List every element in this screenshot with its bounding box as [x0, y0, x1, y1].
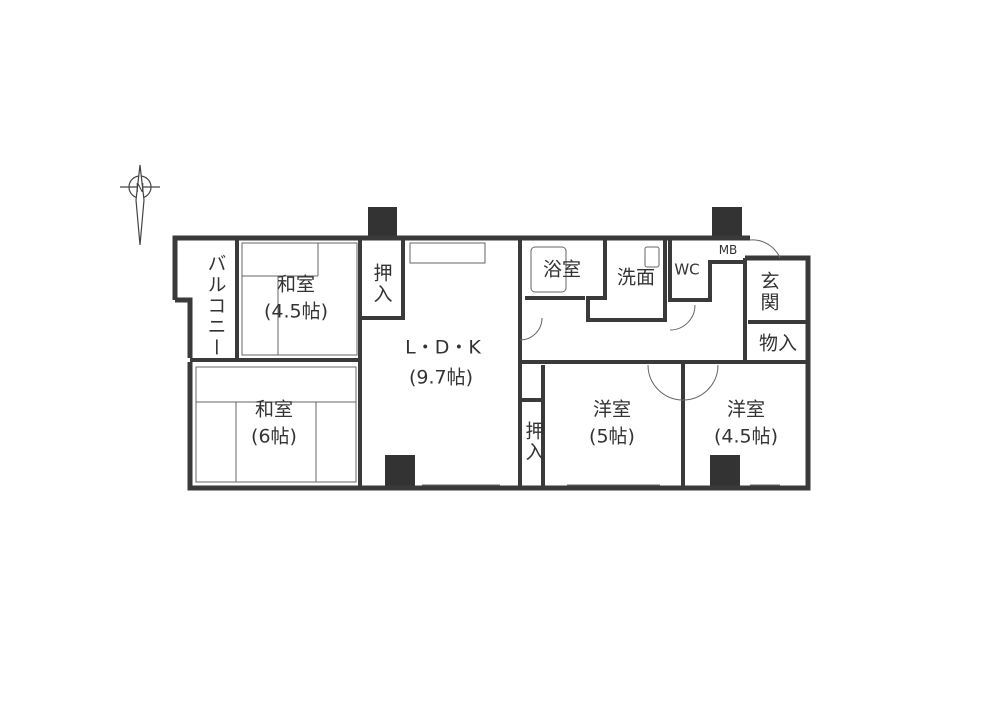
room-size-ldk: (9.7帖) — [408, 366, 474, 389]
interior-walls — [190, 238, 808, 488]
room-label-balcony: バルコニー — [204, 253, 227, 359]
room-label-washitsu-large: 和室 — [254, 398, 294, 421]
room-size-washitsu-small: (4.5帖) — [263, 300, 329, 323]
exterior-walls — [172, 235, 811, 491]
structural-columns — [368, 207, 742, 486]
svg-text:N: N — [136, 181, 145, 195]
room-label-ldk: L・D・K — [405, 336, 481, 359]
room-size-youshitsu-5: (5帖) — [589, 425, 635, 448]
room-size-washitsu-large: (6帖) — [251, 425, 297, 448]
room-label-storage: 物入 — [758, 332, 798, 355]
room-label-washitsu-small: 和室 — [276, 273, 316, 296]
fixture-lines — [195, 239, 781, 486]
room-label-youshitsu-45: 洋室 — [726, 398, 766, 421]
room-size-youshitsu-45: (4.5帖) — [713, 425, 779, 448]
room-label-entrance: 玄関 — [757, 271, 780, 313]
north-compass-icon: N — [120, 164, 160, 246]
room-label-washroom: 洗面 — [616, 266, 656, 289]
room-label-wc: WC — [674, 260, 700, 279]
room-label-oshiire-mid: 押入 — [522, 421, 545, 463]
room-label-bath: 浴室 — [542, 258, 582, 281]
room-label-youshitsu-5: 洋室 — [592, 398, 632, 421]
room-label-mb: MB — [718, 243, 738, 257]
room-label-oshiire-top: 押入 — [370, 263, 393, 305]
